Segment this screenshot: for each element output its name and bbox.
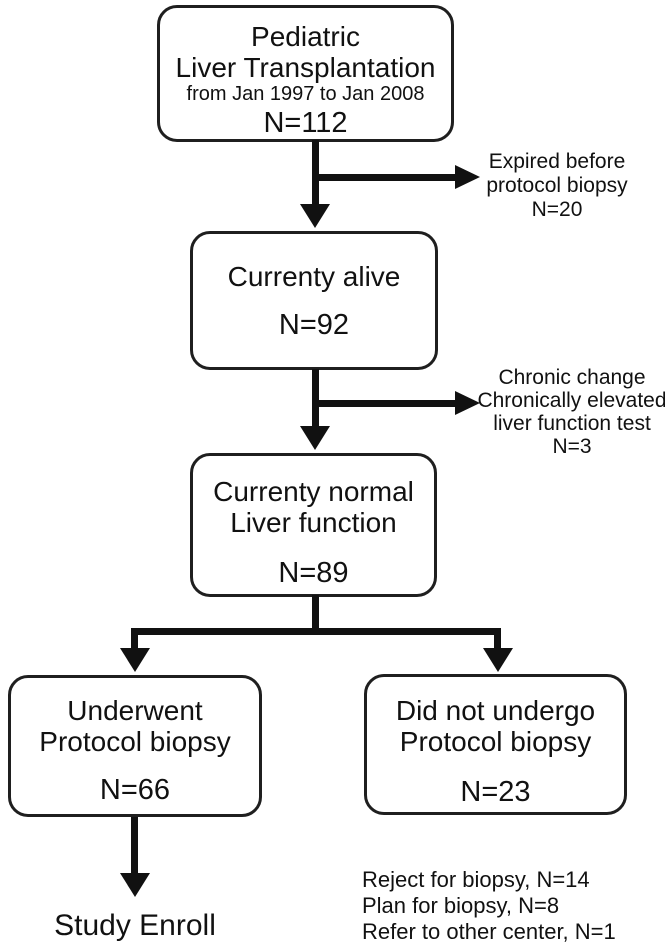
node-title-line: Liver Transplantation	[175, 52, 436, 83]
node-date-range: from Jan 1997 to Jan 2008	[186, 83, 425, 105]
note-expired-before-biopsy: Expired before protocol biopsy N=20	[467, 150, 647, 222]
node-title-line: Protocol biopsy	[399, 726, 592, 757]
note-count: N=20	[531, 198, 583, 221]
node-count: N=23	[460, 776, 531, 808]
note-line: protocol biopsy	[486, 174, 628, 197]
split-drop-right	[494, 628, 501, 650]
arrowhead-down-to-alive	[300, 204, 330, 228]
arrowhead-down-to-no-biopsy	[483, 648, 513, 672]
note-count: N=3	[552, 435, 592, 458]
node-count: N=112	[263, 107, 348, 139]
node-title-line: Currenty normal	[213, 476, 414, 507]
connector-underwent-to-enroll	[131, 817, 138, 875]
node-title-line: Pediatric	[251, 21, 360, 52]
note-line: liver function test	[493, 412, 651, 435]
node-currently-alive: Currenty alive N=92	[190, 231, 438, 370]
note-line: Reject for biopsy, N=14	[362, 867, 590, 892]
note-line: Refer to other center, N=1	[362, 919, 616, 944]
node-normal-liver-function: Currenty normal Liver function N=89	[190, 453, 437, 597]
branch-chronic-line	[312, 400, 455, 407]
connector-normal-to-split	[312, 595, 319, 630]
split-bar	[131, 628, 501, 635]
node-pediatric-liver-transplantation: Pediatric Liver Transplantation from Jan…	[157, 5, 454, 142]
arrowhead-down-to-normal	[300, 426, 330, 450]
branch-expired-line	[312, 174, 455, 181]
node-title-line: Underwent	[67, 695, 203, 726]
node-underwent-protocol-biopsy: Underwent Protocol biopsy N=66	[8, 675, 262, 817]
label-study-enroll: Study Enroll	[54, 909, 216, 942]
connector-transplant-to-alive	[312, 140, 319, 206]
connector-alive-to-normal	[312, 369, 319, 428]
note-no-biopsy-breakdown: Reject for biopsy, N=14 Plan for biopsy,…	[362, 867, 652, 945]
arrowhead-down-to-underwent	[120, 648, 150, 672]
node-count: N=89	[278, 557, 349, 589]
note-line: Chronic change	[498, 366, 646, 389]
node-title-line: Liver function	[230, 507, 397, 538]
node-title-line: Protocol biopsy	[39, 726, 231, 757]
node-title-line: Currenty alive	[227, 261, 401, 292]
arrowhead-down-to-enroll	[120, 873, 150, 897]
split-drop-left	[131, 628, 138, 650]
node-count: N=66	[99, 774, 171, 806]
note-chronic-change: Chronic change Chronically elevated live…	[467, 366, 665, 458]
note-line: Plan for biopsy, N=8	[362, 893, 560, 918]
node-title-line: Did not undergo	[395, 695, 596, 726]
note-line: Chronically elevated	[477, 389, 665, 412]
arrowhead-right-expired	[455, 165, 480, 189]
node-count: N=92	[278, 309, 350, 341]
node-did-not-undergo-protocol-biopsy: Did not undergo Protocol biopsy N=23	[364, 674, 627, 815]
arrowhead-right-chronic	[455, 391, 480, 415]
note-line: Expired before	[488, 150, 626, 173]
